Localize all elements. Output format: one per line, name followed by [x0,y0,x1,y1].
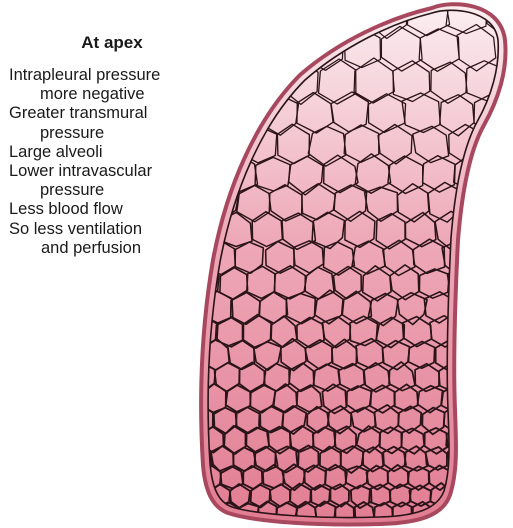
alveolus-cell [470,466,492,489]
alveolus-cell [210,0,250,37]
alveolus-cell [498,212,513,246]
alveolus-cell [177,342,203,369]
alveolus-cell [481,293,510,325]
alveolus-cell [180,504,200,524]
alveolus-cell [481,124,513,164]
alveolus-cell [245,58,284,100]
alveolus-cell [249,0,289,37]
alveolus-cell [489,386,513,413]
alveolus-cell [465,213,499,246]
alveolus-cell [470,484,491,509]
alveolus-cell [490,406,513,434]
alveolus-cell [190,26,229,71]
alveolus-cell [210,520,228,528]
alveolus-cell [488,156,513,192]
alveolus-cell [228,518,248,528]
alveolus-cell [457,318,485,348]
alveolus-cell [491,465,513,489]
alveolus-cell [191,93,227,132]
alveolus-cell [191,154,225,194]
alveolus-cell [492,447,513,472]
alveolus-cell [487,363,513,391]
alveolus-cell [209,63,248,100]
alveolus-cell [207,123,241,165]
alveolus-cell [460,342,487,369]
alveolus-cell [190,519,209,528]
alveolus-cell [493,186,513,220]
alveolus-cell [466,406,492,434]
alveolus-cell [179,427,202,453]
alveolus-cell [465,362,489,391]
alveolus-cell [472,240,502,273]
alveolus-cell [485,317,512,349]
alveolus-cell [466,385,491,414]
alveolus-cell [266,26,306,68]
alveolus-cell [487,340,513,369]
alveolus-cell [288,0,329,37]
alveolus-cell [173,185,207,221]
alveolus-cell [468,428,492,451]
alveolus-cell [471,502,489,524]
alveolus-cell [437,518,458,528]
alveolus-cell [490,483,512,508]
alveolus-cell [470,448,492,471]
alveolus-cell [178,385,203,413]
alveolus-cell [490,501,509,524]
alveolus-cell [171,61,210,102]
alveolus-cell [176,239,204,274]
alveolus-cell [495,520,513,528]
alveolus-cell [226,92,259,136]
alveolus-cell [475,519,496,528]
alveolus-cell [179,466,200,490]
alveolus-cell [171,124,207,163]
alveolus-cell [451,503,471,524]
alveolus-cell [477,265,506,300]
alveolus-cell [457,519,476,528]
alveolus-cell [229,28,268,70]
alveolus-cell [170,0,210,36]
alveolus-cell [492,428,513,453]
alveolus-cell [176,292,202,323]
